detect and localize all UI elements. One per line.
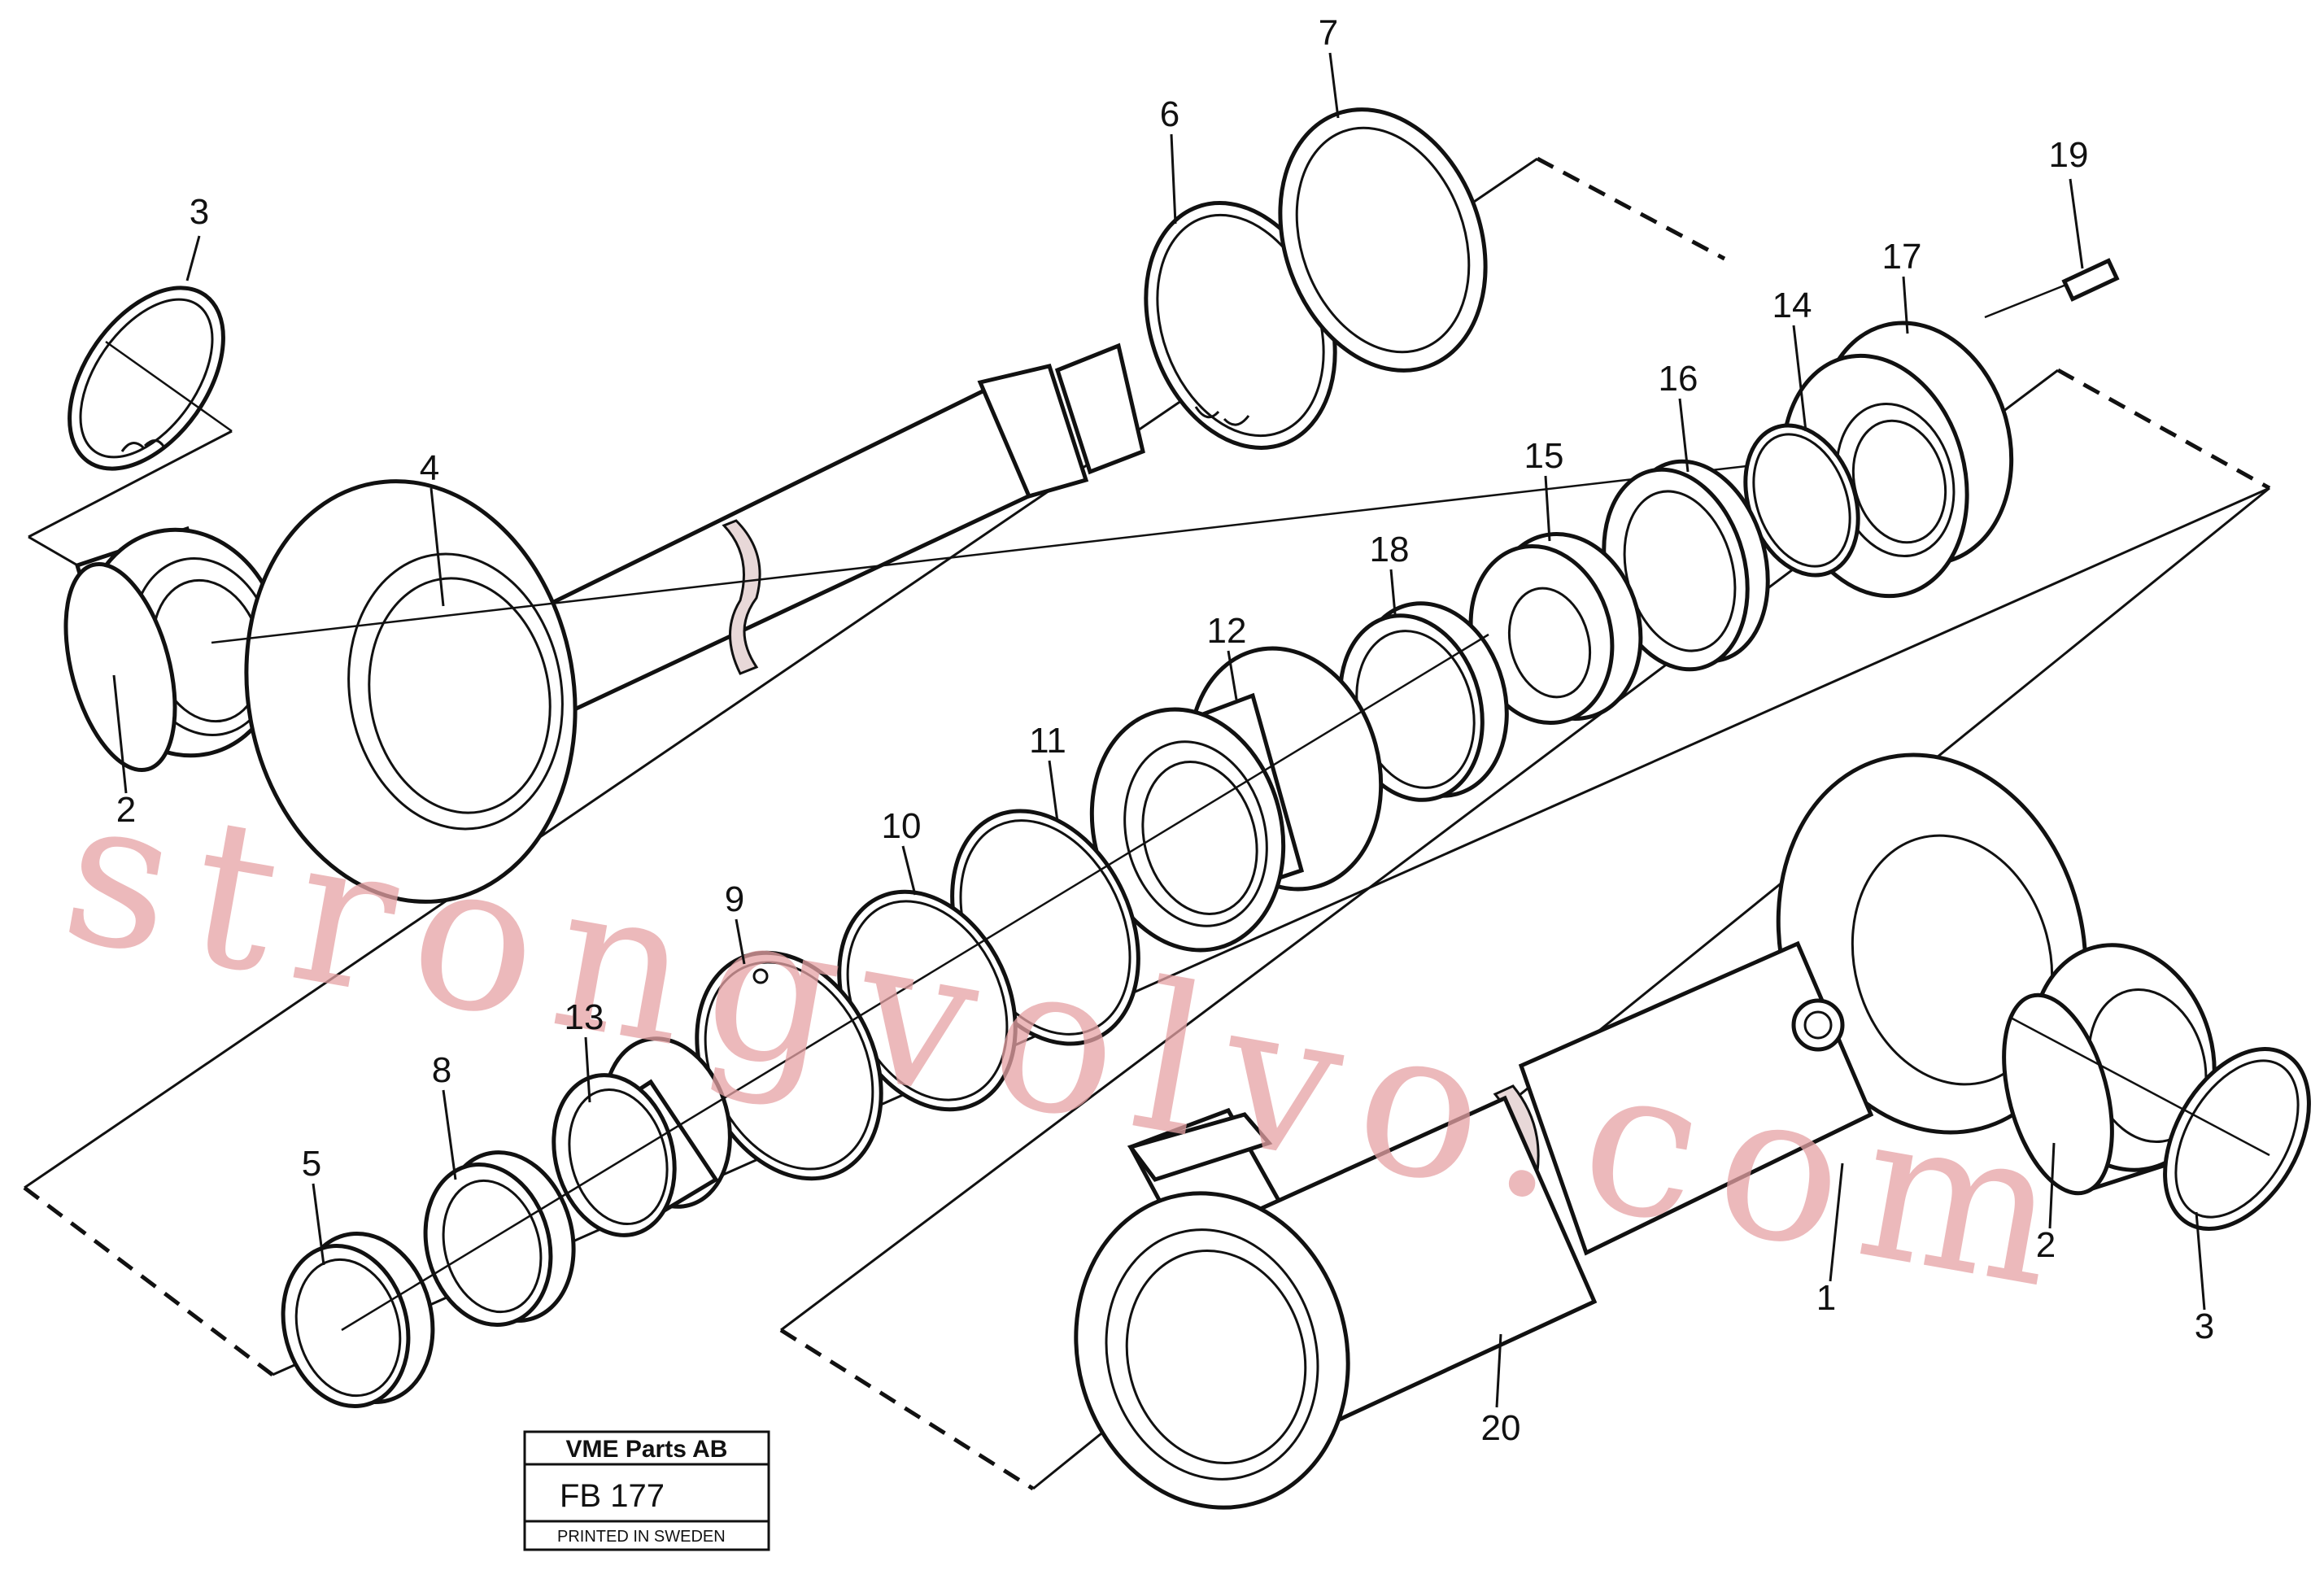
bushing-13	[552, 1036, 732, 1237]
callout-12: 12	[1207, 611, 1247, 651]
callout-2-upper: 2	[116, 790, 136, 830]
circlip-3-lower	[2008, 1015, 2311, 1231]
callout-19: 19	[2049, 135, 2089, 175]
callout-2-lower: 2	[2036, 1225, 2056, 1265]
callout-14: 14	[1772, 286, 1812, 325]
callout-18: 18	[1370, 530, 1410, 569]
spherical-bearing-2-lower	[2002, 943, 2217, 1196]
callout-4: 4	[420, 448, 439, 488]
circlip-3-upper	[68, 286, 233, 471]
piston-rod-4	[211, 342, 1839, 904]
callout-5: 5	[302, 1144, 321, 1184]
seal-8	[423, 1150, 576, 1328]
callout-20: 20	[1481, 1408, 1521, 1448]
callout-16: 16	[1659, 359, 1698, 399]
center-axis-lower	[341, 633, 1489, 1332]
o-ring-14	[1743, 423, 1860, 578]
callout-10: 10	[882, 806, 922, 846]
cylinder-tube-1	[1493, 752, 2088, 1299]
screw-19	[1984, 258, 2120, 319]
callout-labels: 1 2 2 3 3 4 5 6 7 8 9 10 11 12 13 14 15 …	[116, 13, 2214, 1448]
callout-3-lower: 3	[2195, 1306, 2214, 1346]
cylinder-head-12	[1089, 646, 1384, 953]
wiper-5	[281, 1231, 435, 1409]
callout-11: 11	[1029, 721, 1066, 761]
title-block: VME Parts AB FB 177 PRINTED IN SWEDEN	[523, 1430, 770, 1551]
callout-6: 6	[1160, 94, 1179, 134]
callout-13: 13	[565, 997, 604, 1037]
title-block-drawing-code: FB 177	[560, 1478, 665, 1514]
cylinder-barrel-20	[1074, 1095, 1598, 1510]
title-block-company: VME Parts AB	[566, 1436, 728, 1463]
ring-7	[1278, 107, 1488, 373]
title-block-printed: PRINTED IN SWEDEN	[557, 1528, 726, 1546]
seal-15	[1468, 532, 1643, 726]
spherical-bearing-2-upper	[63, 526, 284, 773]
callout-17: 17	[1882, 237, 1922, 277]
callout-9: 9	[725, 879, 744, 919]
callout-8: 8	[432, 1050, 451, 1090]
callout-7: 7	[1319, 13, 1338, 53]
callout-15: 15	[1524, 436, 1564, 476]
leader-lines	[112, 52, 2206, 1408]
callout-1: 1	[1816, 1278, 1836, 1318]
callout-3-upper: 3	[190, 192, 209, 232]
